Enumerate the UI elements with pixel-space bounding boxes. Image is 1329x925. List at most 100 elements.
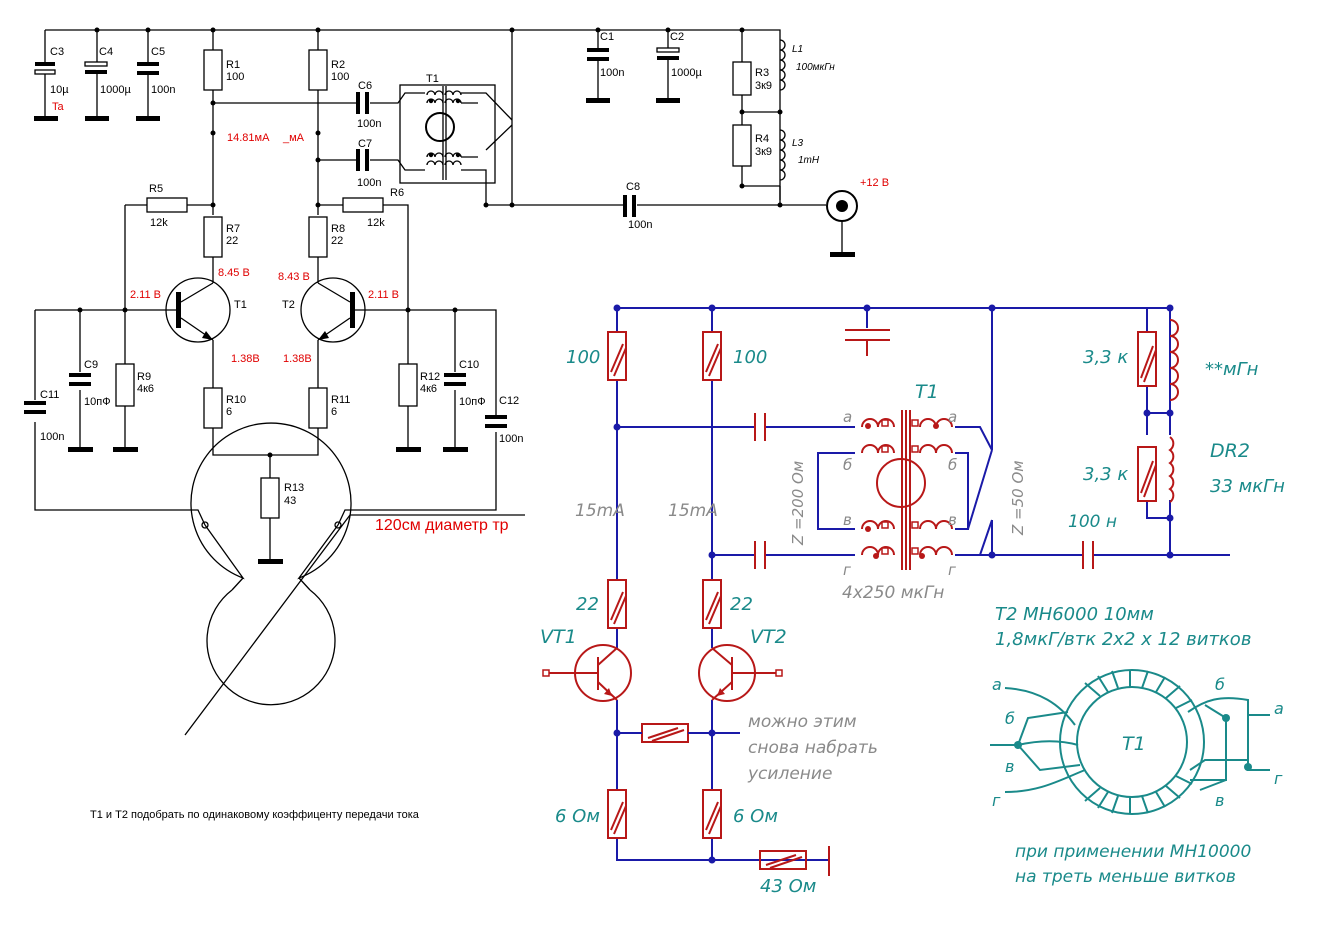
sketch-toroid-label: T1 [1122,733,1146,755]
resistor-r4 [732,124,752,167]
sketch-vt2-label: VT2 [750,626,787,648]
c10-value: 10пФ [459,396,486,408]
toroid-letter-v-right: в [1215,791,1224,810]
sketch-r-right2: 3,3 к [1083,464,1128,485]
sketch-current-right: 15mA [668,501,718,521]
c4-ref: C4 [99,46,113,58]
c12-value: 100n [499,433,523,445]
loop-diameter-label: 120см диаметр тр [375,517,509,534]
c3-ref: C3 [50,46,64,58]
sketch-l-top: **мГн [1205,359,1259,380]
r5-ref: R5 [149,183,163,195]
r8-ref: R8 [331,223,345,235]
l1-ref: L1 [792,44,803,55]
r12-value: 4к6 [420,383,437,395]
transformer-ref: T1 [426,73,439,85]
t1-ref: T1 [234,299,247,311]
sketch-winding: 4x250 мкГн [842,583,944,603]
resistor-r6 [342,197,384,213]
handdrawn-sketch: 100 100 15mA 15mA 22 22 VT1 VT2 6 Ом 6 О… [540,304,1285,897]
t2-base-voltage: 2.11 В [368,289,399,301]
cap-c1 [586,30,610,103]
c1-ref: C1 [600,31,614,43]
r2-ref: R2 [331,59,345,71]
winding-letter-b-right: б [948,456,957,474]
toroid-letter-b-left: б [1005,709,1015,728]
resistor-r8 [308,216,328,258]
toroid-t1 [990,669,1270,815]
resistor-r10 [203,387,223,429]
resistor-r12 [398,363,418,407]
c9-value: 10пФ [84,396,111,408]
r4-value: 3к9 [755,146,772,158]
resistor-r1 [203,49,223,91]
sketch-gain-note-1: можно этим [748,712,857,732]
r11-ref: R11 [331,394,350,406]
sketch-r-bot-left: 6 Ом [555,806,600,827]
c11-ref: C11 [40,389,59,401]
sketch-dr2: DR2 [1210,440,1250,462]
t1-emitter-voltage: 1.38В [231,353,260,365]
sketch-t2-info-2: 1,8мкГ/втк 2x2 x 12 витков [995,629,1251,650]
r7-value: 22 [226,235,238,247]
r10-ref: R10 [226,394,246,406]
toroid-letter-a-left: а [992,675,1002,694]
sketch-z50: Z =50 Ом [1009,460,1027,536]
r10-value: 6 [226,406,232,418]
toroid-letter-v-left: в [1005,757,1014,776]
toroid-letter-b-right: б [1215,675,1225,694]
toroid-letter-g-left: г [992,791,1001,810]
sketch-transformer-label: T1 [915,381,939,403]
c2-value: 1000µ [671,67,702,79]
c2-ref: C2 [670,31,684,43]
sketch-vt1-label: VT1 [540,626,577,648]
l1-value: 100мкГн [796,62,835,73]
r11-value: 6 [331,406,337,418]
c4-value: 1000µ [100,84,131,96]
sketch-transistor-vt2 [698,644,783,702]
c1-value: 100n [600,67,624,79]
r1-ref: R1 [226,59,240,71]
current-reading: 14.81мА [227,132,270,144]
r9-value: 4к6 [137,383,154,395]
resistor-r9 [115,363,135,407]
c7-value: 100n [357,177,381,189]
c5-ref: C5 [151,46,165,58]
sketch-transistor-vt1 [542,644,632,702]
inductor-l1 [779,39,786,91]
sketch-dr2-value: 33 мкГн [1210,476,1285,497]
r3-ref: R3 [755,67,769,79]
sketch-mn-note-2: на треть меньше витков [1015,867,1236,887]
c8-ref: C8 [626,181,640,193]
r13-ref: R13 [284,482,304,494]
t1-collector-voltage: 8.45 В [218,267,250,279]
current-unit: _мА [282,132,305,144]
transistor-t2 [300,277,408,343]
sketch-r-right1: 3,3 к [1083,347,1128,368]
toroid-letter-g-right: г [1274,769,1283,788]
sketch-r-mid-right: 22 [730,594,753,615]
c11-value: 100n [40,431,64,443]
sketch-z200: Z =200 Ом [789,461,807,546]
sketch-r-top-right: 100 [733,347,767,368]
l3-ref: L3 [792,138,804,149]
loop-antenna [184,422,525,736]
matching-note: Т1 и Т2 подобрать по одинаковому коэффиц… [90,809,420,821]
sketch-r-mid-left: 22 [576,594,599,615]
sketch-mn-note-1: при применении МН10000 [1015,842,1251,862]
t2-ref: T2 [282,299,295,311]
r8-value: 22 [331,235,343,247]
winding-letter-a-right: а [948,408,957,426]
r9-ref: R9 [137,371,151,383]
r5-value: 12k [150,217,168,229]
r6-value: 12k [367,217,385,229]
r6-ref: R6 [390,187,404,199]
toroid-letter-a-right: а [1274,699,1284,718]
resistor-r7 [203,216,223,258]
c3-note: Ta [52,101,65,113]
sketch-t2-info-1: Т2 МН6000 10мм [995,604,1154,625]
inductor-l3 [779,129,786,181]
t2-collector-voltage: 8.43 В [278,271,310,283]
sketch-current-left: 15mA [575,501,625,521]
